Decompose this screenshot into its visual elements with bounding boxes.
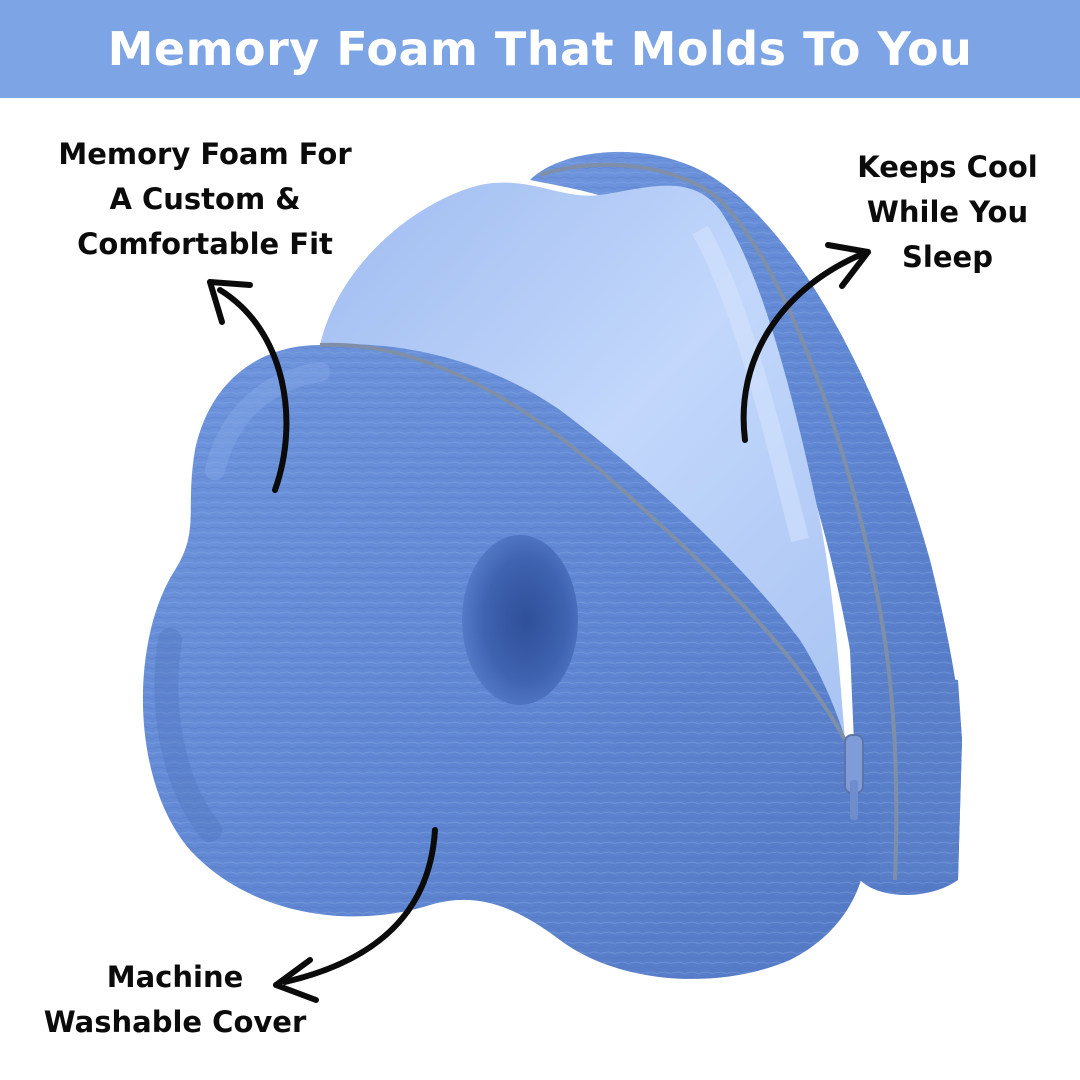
callout-washable-line1: Machine [106,960,244,994]
front-cover-body [142,344,868,979]
back-cover-panel [530,151,962,896]
callout-washable: Machine Washable Cover [20,955,330,1045]
callout-washable-line2: Washable Cover [43,1005,307,1039]
callout-keeps-cool-line2: While You [866,195,1029,229]
callout-keeps-cool-line3: Sleep [902,240,993,274]
arrow-memory-foam-icon [207,279,290,493]
zipper-seam [319,162,899,881]
arrow-keeps-cool-icon [740,242,871,443]
callout-memory-foam: Memory Foam For A Custom & Comfortable F… [30,132,380,267]
arrow-washable-icon [273,827,438,1003]
callout-memory-foam-line2: A Custom & [109,182,301,216]
zipper-pull-icon [844,734,864,820]
banner-title: Memory Foam That Molds To You [107,22,973,76]
title-banner: Memory Foam That Molds To You [0,0,1080,98]
callout-keeps-cool-line1: Keeps Cool [857,150,1038,184]
callout-memory-foam-line1: Memory Foam For [58,137,352,171]
callout-keeps-cool: Keeps Cool While You Sleep [830,145,1065,280]
callout-memory-foam-line3: Comfortable Fit [77,227,333,261]
knee-hole [462,535,578,705]
